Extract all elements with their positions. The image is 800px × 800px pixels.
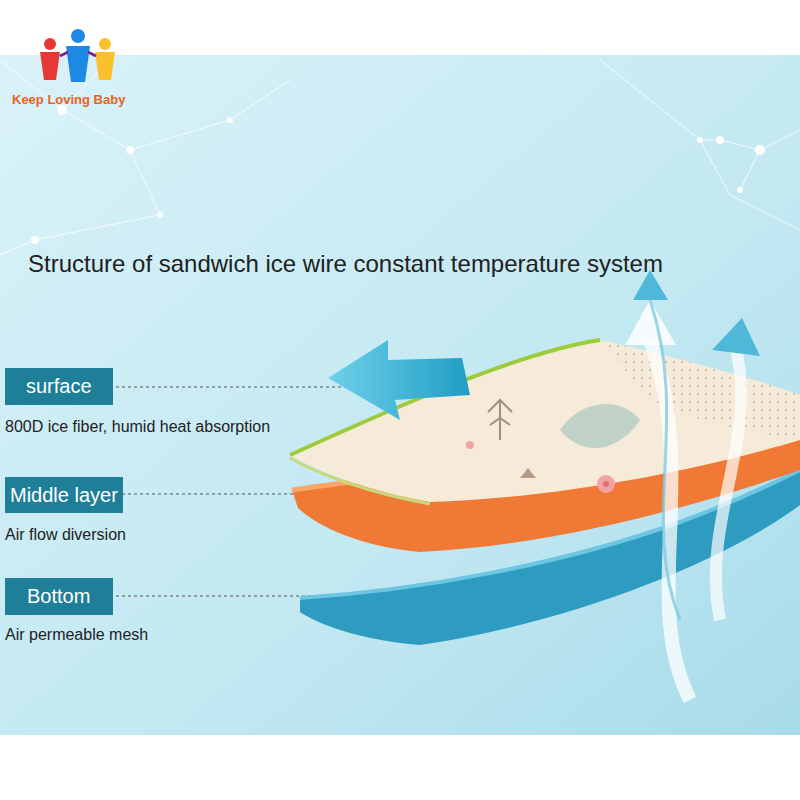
background [0,55,800,735]
diagram-title: Structure of sandwich ice wire constant … [28,250,663,278]
layer-tag: BottomAir permeable mesh [5,578,113,615]
network-dots [31,105,765,244]
layer-description: 800D ice fiber, humid heat absorption [5,418,270,436]
layer-tag: surface800D ice fiber, humid heat absorp… [5,368,113,405]
surface-print [466,400,640,493]
network-decoration [0,60,800,255]
layer-tag: Middle layerAir flow diversion [5,477,123,513]
airflow-arrow [328,340,470,420]
brand-label: Keep Loving Baby [12,92,125,107]
tag-text: Middle layer [10,484,118,507]
layer-description: Air permeable mesh [5,626,148,644]
tag-text: Bottom [27,585,90,608]
layer-description: Air flow diversion [5,526,126,544]
airflow-curves [625,270,760,700]
surface-layer [290,340,800,502]
logo-figures [40,29,115,82]
tag-text: surface [26,375,92,398]
